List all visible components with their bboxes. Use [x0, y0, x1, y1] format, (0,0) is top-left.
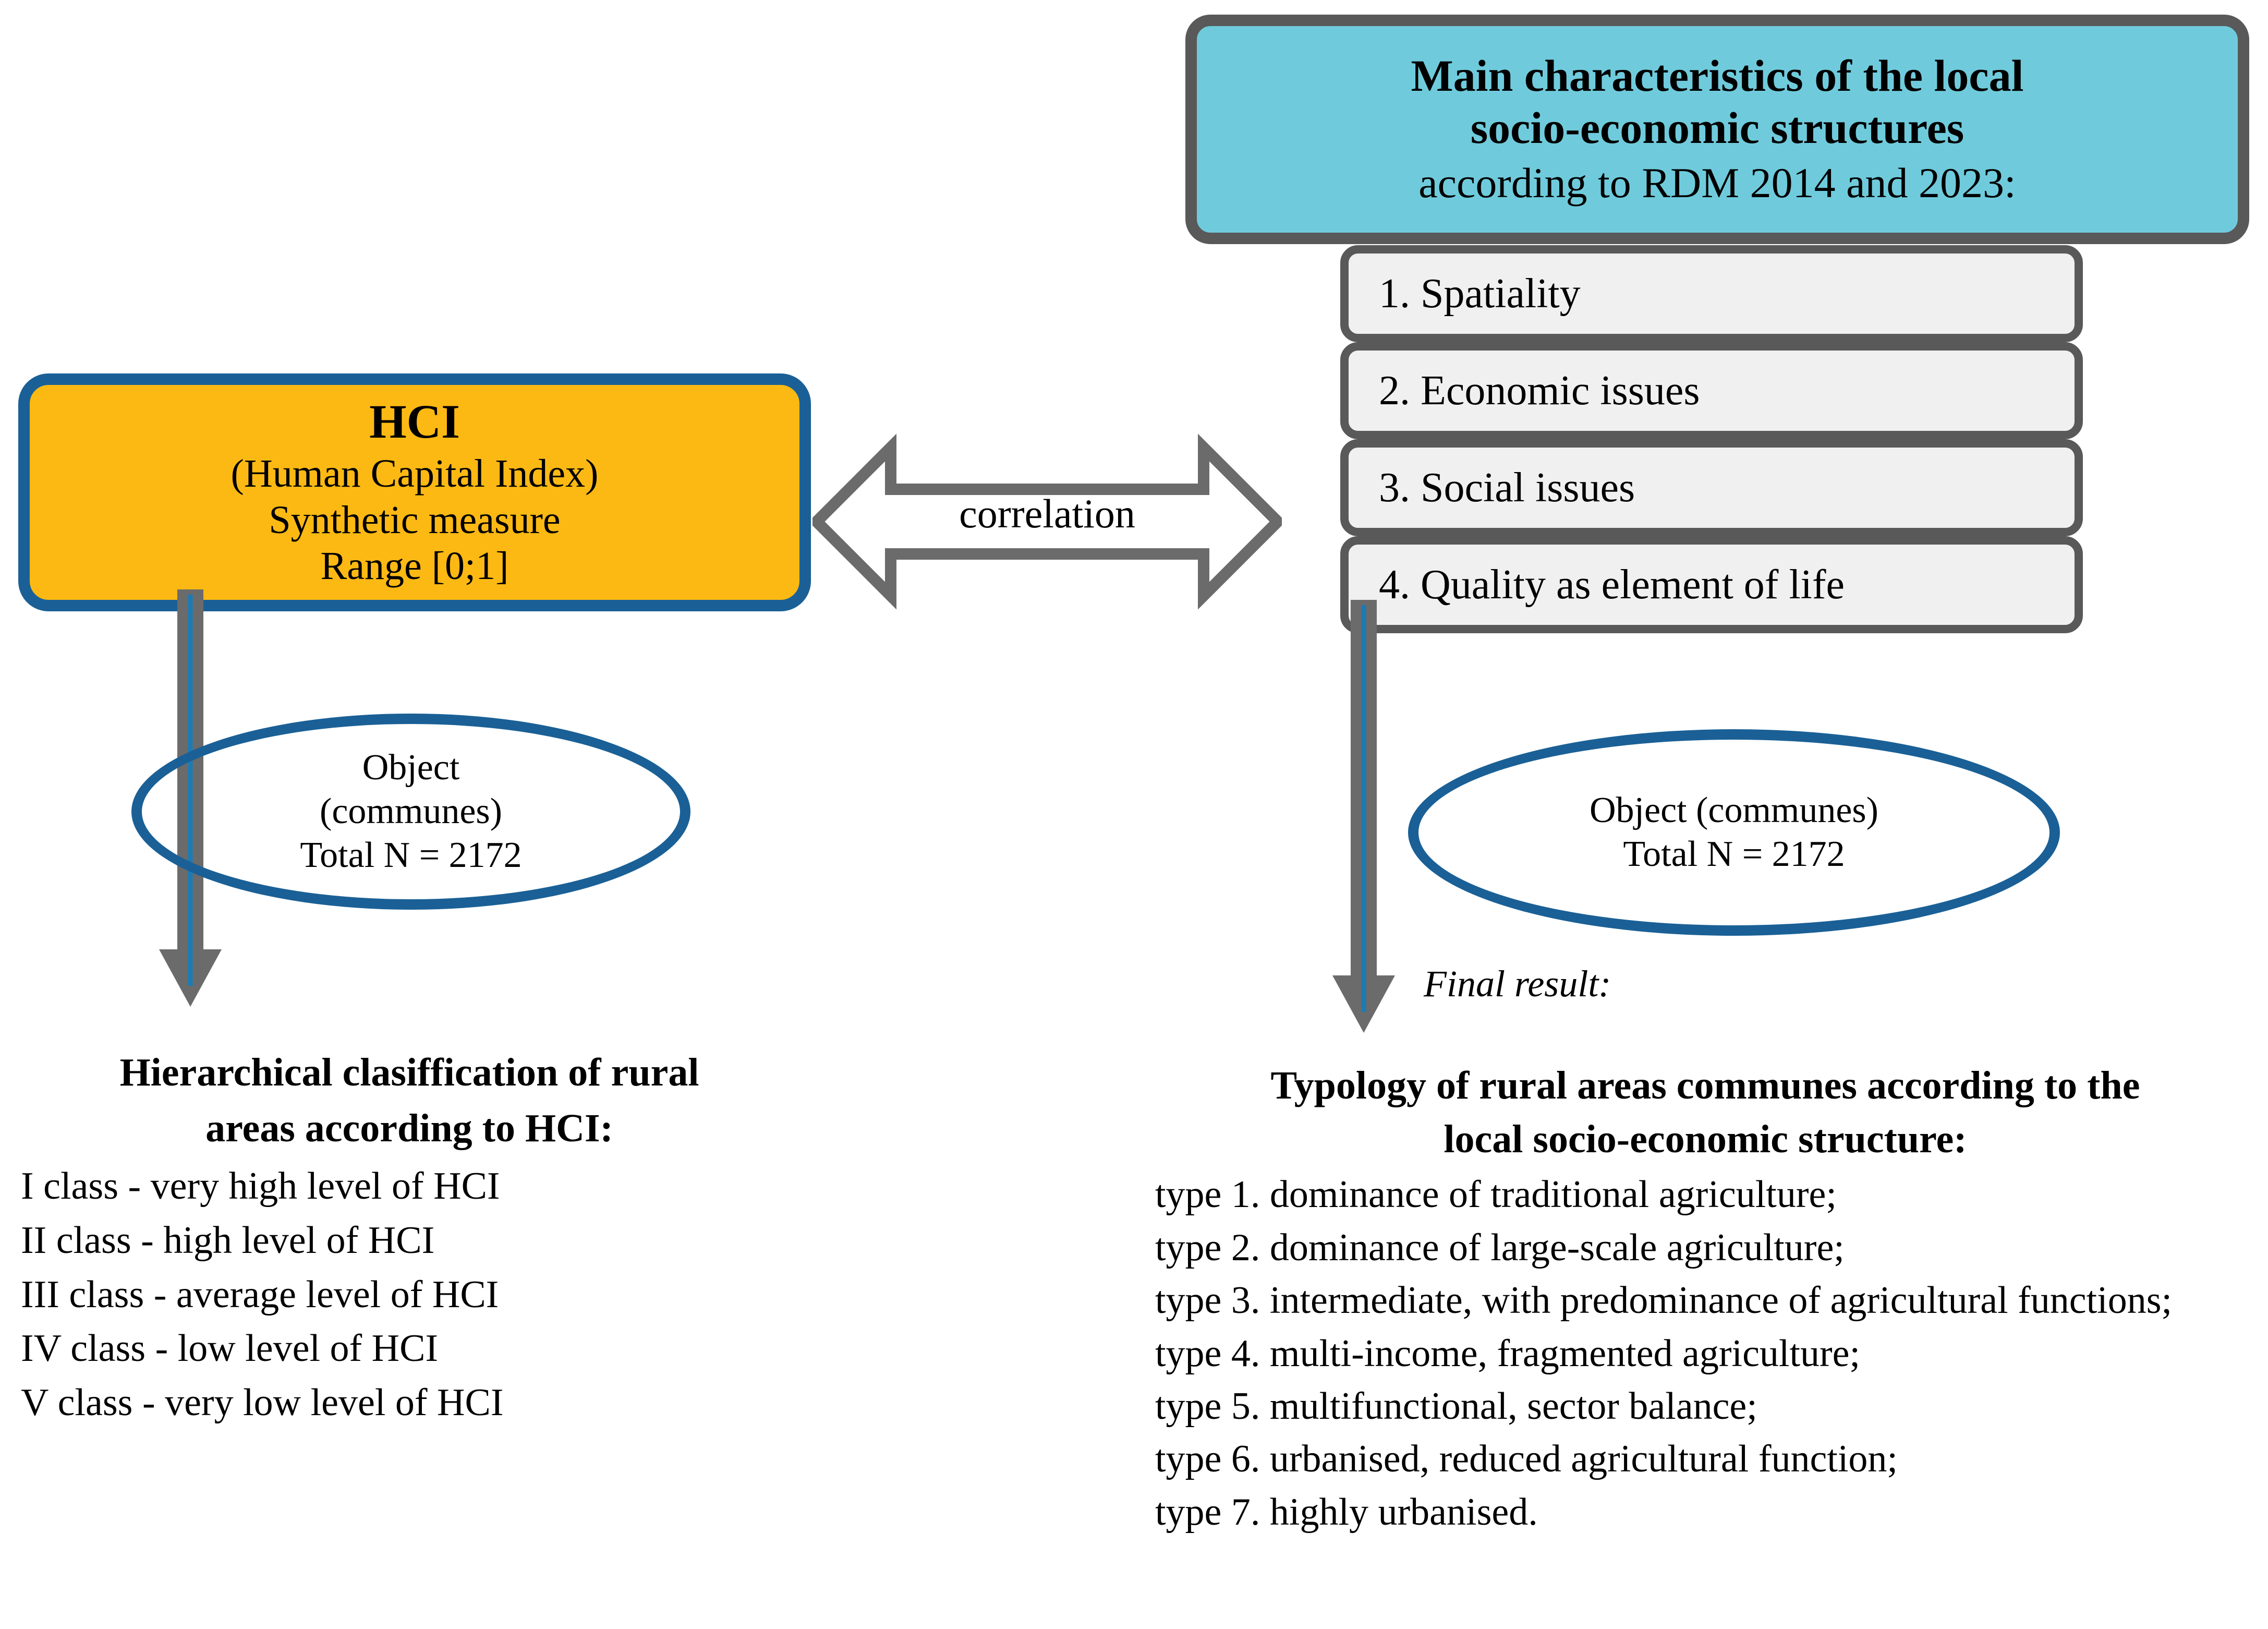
double-headed-arrow-icon	[812, 433, 1282, 610]
down-arrow-right-icon	[1332, 600, 1395, 1033]
right-results-heading-line2: local socio-economic structure:	[1444, 1117, 1967, 1161]
characteristics-header-line3: according to RDM 2014 and 2023:	[1418, 159, 2016, 207]
characteristic-item-economic-issues[interactable]: 2. Economic issues	[1340, 342, 2083, 439]
right-results-item: type 3. intermediate, with predominance …	[1155, 1279, 2173, 1322]
hci-subtitle-3: Range [0;1]	[320, 544, 509, 588]
hci-subtitle-1: (Human Capital Index)	[231, 452, 599, 496]
characteristics-header-line2: socio-economic structures	[1470, 102, 1964, 153]
characteristic-item-label: 3. Social issues	[1379, 464, 1635, 511]
right-results-item: type 1. dominance of traditional agricul…	[1155, 1173, 1837, 1216]
right-results-item: type 7. highly urbanised.	[1155, 1490, 1538, 1534]
left-results-block: Hierarchical clasiffication of rural are…	[21, 1048, 798, 1430]
object-left-line-1: Object	[362, 747, 460, 788]
object-right-line-1: Object (communes)	[1590, 790, 1878, 830]
object-left-line-2: (communes)	[320, 791, 502, 831]
left-results-item: III class - average level of HCI	[21, 1273, 499, 1316]
characteristic-item-label: 1. Spatiality	[1379, 270, 1581, 317]
left-results-heading-line1: Hierarchical clasiffication of rural	[119, 1051, 699, 1094]
left-results-item: I class - very high level of HCI	[21, 1165, 500, 1208]
characteristic-item-label: 4. Quality as element of life	[1379, 561, 1845, 608]
left-results-item: II class - high level of HCI	[21, 1219, 435, 1262]
left-results-item: V class - very low level of HCI	[21, 1381, 504, 1424]
right-results-item: type 6. urbanised, reduced agricultural …	[1155, 1438, 1898, 1481]
characteristic-item-spatiality[interactable]: 1. Spatiality	[1340, 245, 2083, 342]
left-results-heading-line2: areas according to HCI:	[205, 1106, 613, 1150]
hci-subtitle-2: Synthetic measure	[269, 498, 561, 542]
characteristic-item-social-issues[interactable]: 3. Social issues	[1340, 439, 2083, 536]
characteristics-header-box: Main characteristics of the local socio-…	[1185, 15, 2249, 244]
right-results-item: type 4. multi-income, fragmented agricul…	[1155, 1332, 1861, 1375]
object-right-line-2: Total N = 2172	[1623, 834, 1845, 874]
right-results-heading-line1: Typology of rural areas communes accordi…	[1270, 1064, 2140, 1107]
characteristics-header-line1: Main characteristics of the local	[1411, 51, 2024, 101]
characteristic-item-quality-of-life[interactable]: 4. Quality as element of life	[1340, 536, 2083, 633]
hci-box: HCI (Human Capital Index) Synthetic meas…	[18, 373, 811, 611]
left-results-item: IV class - low level of HCI	[21, 1327, 439, 1370]
characteristic-item-label: 2. Economic issues	[1379, 367, 1700, 414]
object-ellipse-right: Object (communes) Total N = 2172	[1408, 729, 2060, 936]
hci-title: HCI	[369, 395, 460, 449]
right-results-item: type 2. dominance of large-scale agricul…	[1155, 1226, 1845, 1269]
right-results-item: type 5. multifunctional, sector balance;	[1155, 1384, 1757, 1428]
correlation-label: correlation	[959, 491, 1135, 536]
object-left-line-3: Total N = 2172	[300, 835, 522, 875]
object-ellipse-left: Object (communes) Total N = 2172	[131, 714, 690, 910]
final-result-label: Final result:	[1424, 963, 1611, 1005]
right-results-block: Typology of rural areas communes accordi…	[1155, 1061, 2255, 1539]
